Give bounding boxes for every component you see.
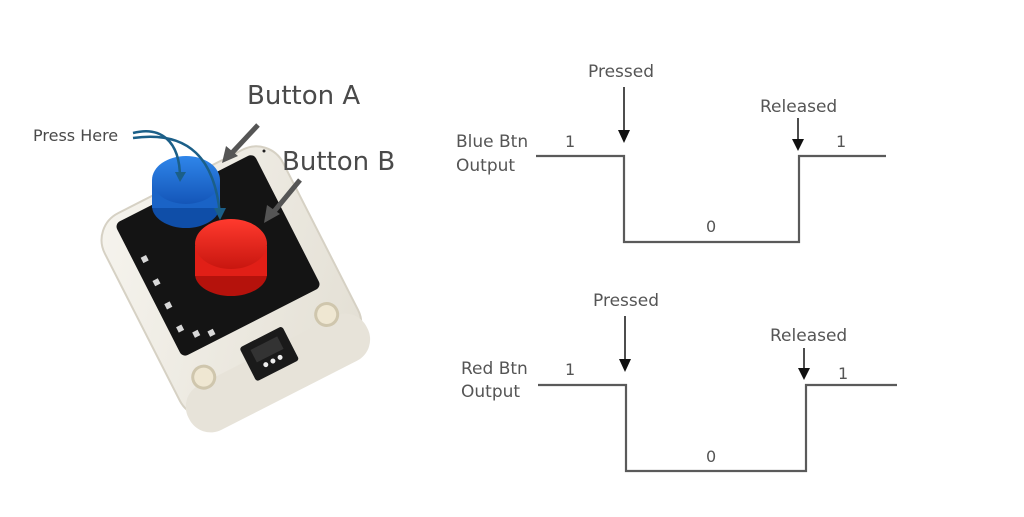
red-label-line2: Output	[461, 382, 520, 402]
red-label-line1: Red Btn	[461, 359, 528, 379]
stray-dot	[262, 149, 266, 153]
device-illustration	[100, 123, 371, 433]
red-output-signal	[538, 383, 897, 473]
mount-hole-left	[191, 364, 217, 390]
button-b-red[interactable]	[195, 219, 267, 296]
blue-low-value: 0	[706, 217, 716, 236]
red-low-value: 0	[706, 447, 716, 466]
blue-pressed-label: Pressed	[588, 62, 654, 82]
press-arrow-to-b	[132, 135, 222, 216]
press-arrowhead-a	[175, 172, 186, 182]
blue-label-line2: Output	[456, 156, 515, 176]
red-pressed-label: Pressed	[593, 291, 659, 311]
blue-high-left-value: 1	[565, 132, 575, 151]
button-a-label: Button A	[247, 81, 360, 111]
blue-pressed-arrow	[618, 87, 630, 143]
red-released-label: Released	[770, 326, 847, 346]
button-b-callout-arrow	[264, 178, 302, 223]
device-housing-side	[185, 313, 371, 433]
button-a-callout-arrow	[222, 123, 260, 163]
red-pressed-arrow	[619, 316, 631, 372]
blue-output-signal	[536, 154, 886, 244]
blue-released-label: Released	[760, 97, 837, 117]
blue-label-line1: Blue Btn	[456, 132, 528, 152]
red-high-right-value: 1	[838, 364, 848, 383]
blue-high-right-value: 1	[836, 132, 846, 151]
blue-released-arrow	[792, 118, 804, 151]
button-b-label: Button B	[282, 147, 395, 177]
press-arrowhead-b	[214, 208, 226, 220]
waveform-red: Red Btn Output 1 0 1 Pressed Released	[461, 291, 897, 473]
waveform-blue: Blue Btn Output 1 0 1 Pressed Released	[456, 62, 886, 244]
red-released-arrow	[798, 348, 810, 380]
press-here-arrows	[132, 130, 222, 216]
pcb-pads	[140, 255, 216, 338]
mount-hole-right	[314, 302, 340, 328]
press-here-label: Press Here	[33, 126, 118, 145]
button-a-blue[interactable]	[152, 156, 220, 228]
red-high-left-value: 1	[565, 360, 575, 379]
